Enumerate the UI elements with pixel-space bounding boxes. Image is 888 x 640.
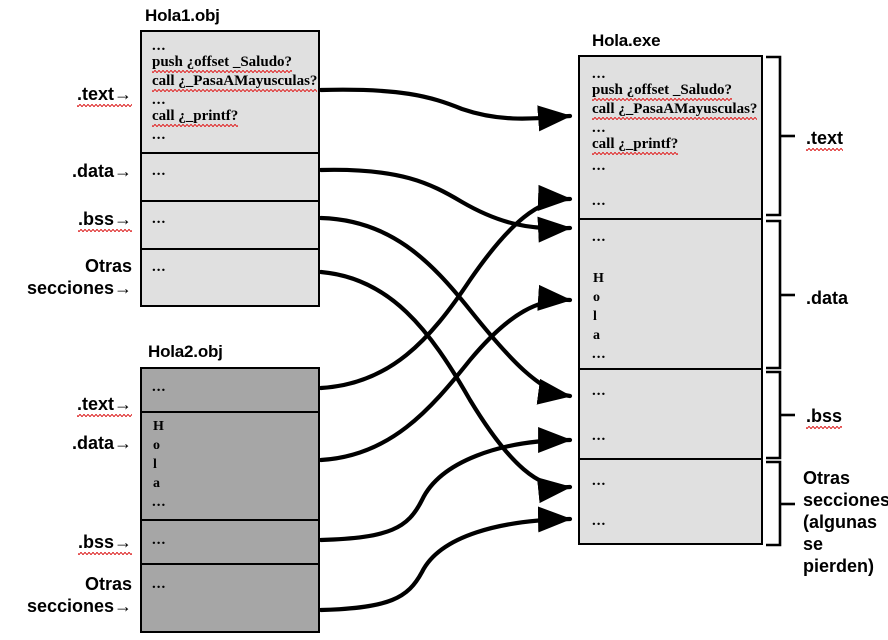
holaexe-otras-line-1: ... xyxy=(592,513,607,529)
hola2-data-line-2: l xyxy=(153,457,157,472)
holaexe-text-line-2: call ¿_PasaAMayusculas? xyxy=(592,101,758,118)
bracket-bss xyxy=(766,370,782,460)
hola1-text-section xyxy=(142,32,318,154)
arrow-hola2-text-to-exe-text xyxy=(318,184,573,391)
hola1-bss-line-0: ... xyxy=(152,211,167,227)
hola-exe-title: Hola.exe xyxy=(592,31,661,50)
holaexe-data-line-5: ... xyxy=(592,346,607,362)
hola1-otras-line-0: ... xyxy=(152,259,167,275)
arrow-hola2-bss-to-exe-bss xyxy=(318,426,573,543)
hola1-text-line-5: ... xyxy=(152,127,167,143)
holaexe-data-section xyxy=(580,220,761,370)
hola1-text-line-0: ... xyxy=(152,38,167,54)
holaexe-data-line-2: o xyxy=(593,290,600,305)
holaexe-label-bss: .bss xyxy=(806,405,888,427)
holaexe-label-text: .text xyxy=(806,127,888,149)
holaexe-label-data: .data xyxy=(806,288,849,308)
holaexe-data-line-0: ... xyxy=(592,229,607,245)
hola2-otras-line-0: ... xyxy=(152,576,167,592)
hola2-label-otras: Otras secciones→ xyxy=(26,574,132,616)
hola2-bss-section xyxy=(142,521,318,565)
hola-exe-box xyxy=(578,55,763,545)
holaexe-data-line-3: l xyxy=(593,309,597,324)
holaexe-text-line-6: ... xyxy=(592,193,607,209)
hola1-text-line-1: push ¿offset _Saludo? xyxy=(152,54,293,71)
hola2-data-line-1: o xyxy=(153,438,160,453)
hola1-label-data: .data→ xyxy=(71,161,132,181)
hola2-bss-line-0: ... xyxy=(152,532,167,548)
hola2-label-data: .data→ xyxy=(71,433,132,453)
arrow-hola1-otras-to-exe-otras xyxy=(318,269,573,504)
holaexe-label-otras: Otras secciones (algunas se pierden) xyxy=(803,468,888,576)
hola1-text-line-4: call ¿_printf? xyxy=(152,108,239,125)
hola1-obj-box xyxy=(140,30,320,307)
hola1-text-line-3: ... xyxy=(152,92,167,108)
arrow-hola1-data-to-exe-data xyxy=(318,167,573,243)
hola1-label-otras: Otras secciones→ xyxy=(26,256,132,298)
holaexe-data-line-4: a xyxy=(593,328,600,343)
hola1-bss-section xyxy=(142,202,318,250)
holaexe-text-line-1: push ¿offset _Saludo? xyxy=(592,82,733,99)
hola2-data-line-0: H xyxy=(153,419,164,434)
bracket-text xyxy=(766,55,782,217)
hola1-label-bss: .bss→ xyxy=(0,208,132,230)
hola1-obj-title: Hola1.obj xyxy=(145,6,220,25)
holaexe-data-line-1: H xyxy=(593,271,604,286)
holaexe-text-line-5: ... xyxy=(592,158,607,174)
holaexe-otras-section xyxy=(580,460,761,543)
hola1-data-section xyxy=(142,154,318,202)
holaexe-text-line-4: call ¿_printf? xyxy=(592,136,679,153)
hola2-label-bss: .bss→ xyxy=(0,531,132,553)
hola2-text-section xyxy=(142,369,318,413)
hola1-text-line-2: call ¿_PasaAMayusculas? xyxy=(152,73,318,90)
holaexe-text-line-0: ... xyxy=(592,66,607,82)
bracket-otras xyxy=(766,460,782,547)
arrow-hola2-otras-to-exe-otras xyxy=(318,506,573,613)
arrow-hola1-text-to-exe-text xyxy=(318,87,573,132)
hola2-data-section xyxy=(142,413,318,521)
bracket-data xyxy=(766,219,782,370)
holaexe-bss-line-0: ... xyxy=(592,383,607,399)
hola2-text-line-0: ... xyxy=(152,379,167,395)
holaexe-text-line-3: ... xyxy=(592,120,607,136)
hola2-obj-title: Hola2.obj xyxy=(148,342,223,361)
hola2-otras-section xyxy=(142,565,318,631)
holaexe-bss-section xyxy=(580,370,761,460)
arrow-hola2-data-to-exe-data xyxy=(318,284,573,463)
arrow-hola1-bss-to-exe-bss xyxy=(318,215,573,405)
holaexe-bss-line-1: ... xyxy=(592,428,607,444)
hola2-data-line-3: a xyxy=(153,476,160,491)
hola2-obj-box xyxy=(140,367,320,633)
hola2-label-text: .text→ xyxy=(0,393,132,415)
holaexe-otras-line-0: ... xyxy=(592,473,607,489)
hola1-label-text: .text→ xyxy=(0,83,132,105)
hola1-otras-section xyxy=(142,250,318,305)
hola1-data-line-0: ... xyxy=(152,163,167,179)
hola2-data-line-4: ... xyxy=(152,494,167,510)
